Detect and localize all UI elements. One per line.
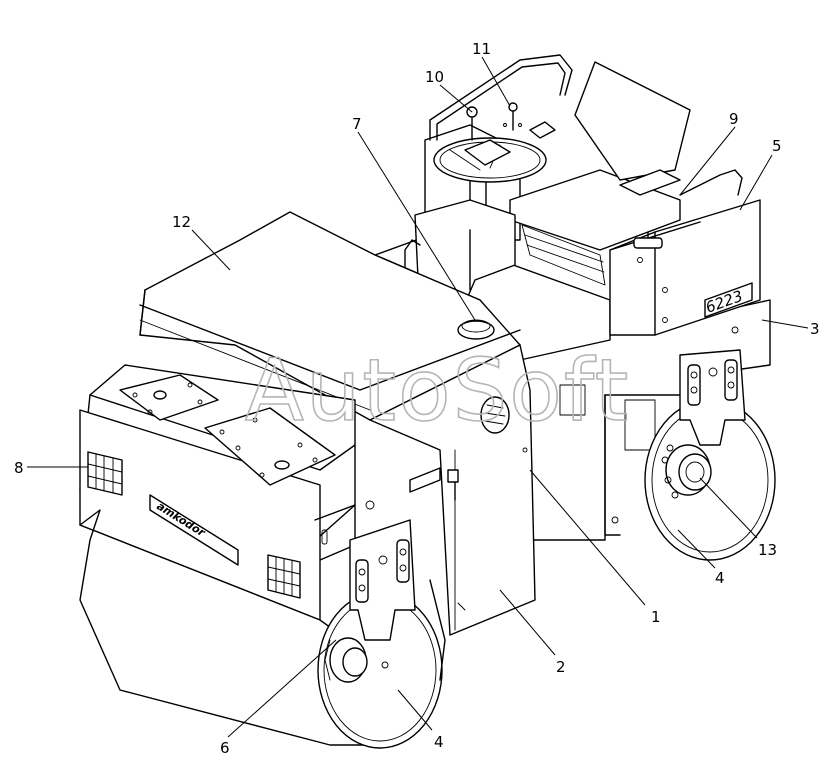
rear-drum [644,349,776,561]
callout-10: 10 [425,68,444,86]
grille-left [87,451,123,496]
front-block: amkodor [79,364,356,621]
callout-7: 7 [352,115,362,133]
callout-12: 12 [172,213,191,231]
callout-4-rear: 4 [715,569,725,587]
engine-hood [139,211,521,421]
leader-lines [27,56,809,738]
hood-side-panel [365,344,536,636]
callout-13: 13 [758,541,777,559]
grab-bar-rear [429,54,573,141]
steering-wheel [433,137,547,221]
watermark: AutoSoft [245,341,630,441]
callout-5: 5 [772,137,782,155]
callout-4-front: 4 [434,733,444,751]
grille-right [267,554,301,599]
rear-yoke-bracket [679,349,746,446]
front-drum [79,509,446,749]
callout-9: 9 [729,110,739,128]
control-levers [466,102,556,141]
callout-labels: 1 2 3 4 4 5 6 7 8 9 10 11 12 13 [14,40,820,757]
callout-2: 2 [556,658,566,676]
front-yoke-bracket [349,519,416,641]
callout-6: 6 [220,739,230,757]
brand-plate [149,494,239,566]
operator-seat [509,61,743,286]
callout-1: 1 [651,608,661,626]
callout-3: 3 [810,320,820,338]
callout-8: 8 [14,459,24,477]
callout-11: 11 [472,40,491,58]
hydraulic-motor-front [324,637,389,683]
